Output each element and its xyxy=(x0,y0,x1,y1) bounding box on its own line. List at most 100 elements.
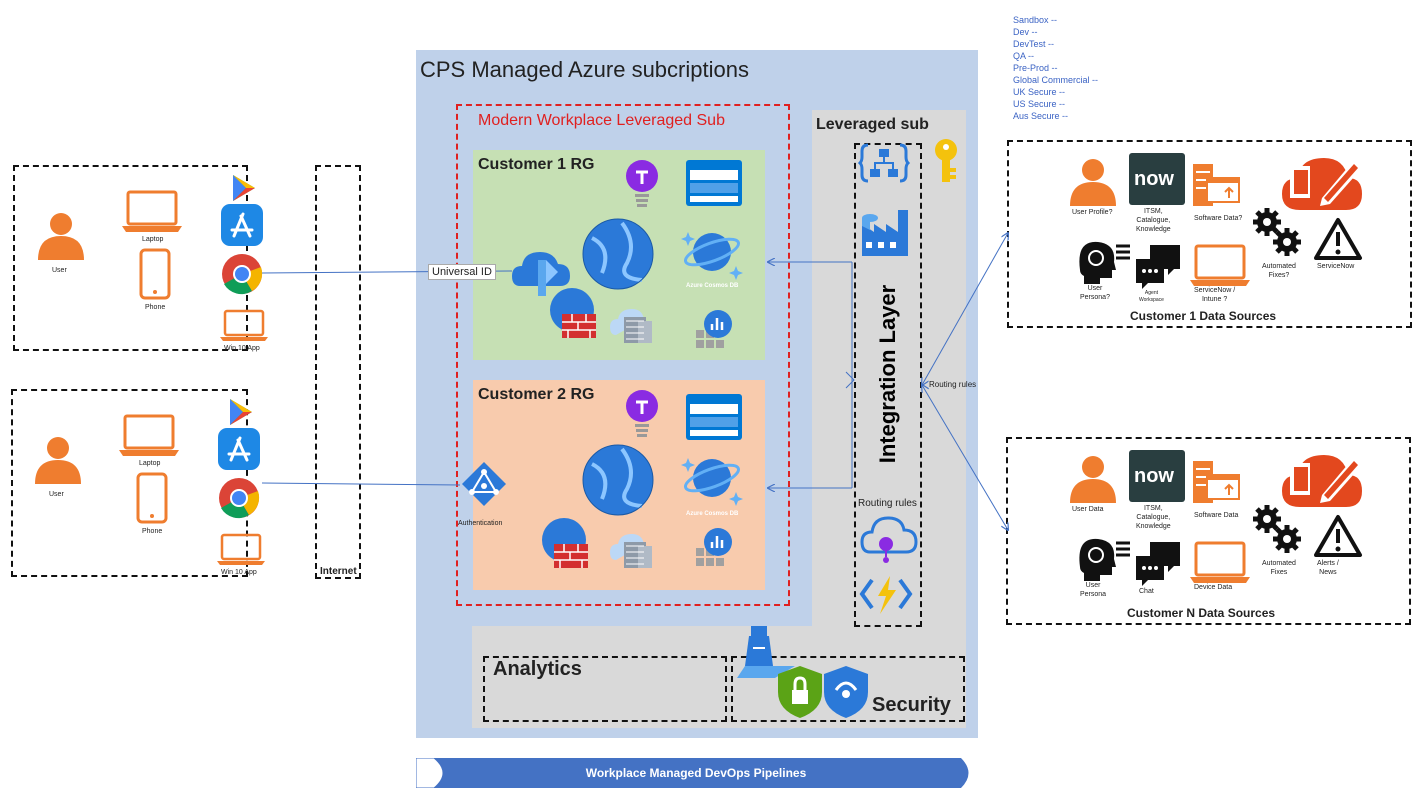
laptop-icon xyxy=(122,190,182,232)
automated-fixes-label: Automated Fixes? xyxy=(1262,263,1296,279)
cosmos-db-label: Azure Cosmos DB xyxy=(686,283,739,289)
itsm-label: ITSM, Catalogue, Knowledge xyxy=(1136,505,1171,530)
itsm-label: ITSM, Catalogue, Knowledge xyxy=(1136,208,1171,233)
security-shield-icon xyxy=(824,666,868,718)
automated-fixes-label: Automated Fixes xyxy=(1262,560,1296,576)
win-app-label: Win 10 App xyxy=(224,345,260,352)
logic-app-icon xyxy=(857,143,911,183)
firewall-icon xyxy=(550,288,596,338)
authentication-label: Authentication xyxy=(458,520,503,527)
servicenow-logo-icon xyxy=(1129,153,1185,205)
user-label: User xyxy=(52,267,67,274)
phone-icon xyxy=(139,248,171,300)
universal-id-label: Universal ID xyxy=(428,264,496,280)
servicenow-logo-text: now xyxy=(1134,168,1174,190)
chat-icon xyxy=(1136,542,1180,586)
insights-icon xyxy=(696,310,732,348)
data-factory-icon xyxy=(862,210,908,256)
software-label: Software Data? xyxy=(1194,215,1243,222)
cosmos-db-icon xyxy=(681,232,743,280)
devops-pipeline-label: Workplace Managed DevOps Pipelines xyxy=(585,766,807,780)
analytics-box xyxy=(483,656,727,722)
user-icon xyxy=(38,213,84,260)
application-insights-icon xyxy=(626,390,658,437)
chat-label: Chat xyxy=(1139,588,1154,595)
win-app-icon xyxy=(217,533,265,565)
device-label: Device Data xyxy=(1194,584,1233,591)
environment-item: Pre-Prod -- xyxy=(1013,63,1058,73)
user-persona-label: User Persona? xyxy=(1080,285,1110,301)
user-icon xyxy=(1070,159,1116,206)
analytics-security-panel xyxy=(472,626,966,728)
environment-item: DevTest -- xyxy=(1013,39,1055,49)
automated-fixes-icon xyxy=(1253,208,1301,256)
environment-item: US Secure -- xyxy=(1013,99,1066,109)
internet-box xyxy=(315,165,361,579)
environment-item: Dev -- xyxy=(1013,27,1038,37)
environment-item: Aus Secure -- xyxy=(1013,111,1069,121)
ds1-title: Customer 1 Data Sources xyxy=(1130,309,1277,323)
cosmos-db-label: Azure Cosmos DB xyxy=(686,511,739,517)
chrome-icon xyxy=(219,478,260,519)
universal-id-icon xyxy=(512,252,570,296)
security-label: Security xyxy=(872,694,951,716)
customer2-rg-title: Customer 2 RG xyxy=(478,386,595,403)
environment-item: Global Commercial -- xyxy=(1013,75,1099,85)
devops-pipeline-bar: Workplace Managed DevOps Pipelines xyxy=(416,758,976,788)
chrome-icon xyxy=(222,254,263,295)
user-persona-icon xyxy=(1079,241,1130,284)
phone-label: Phone xyxy=(145,304,166,311)
device-label: ServiceNow / Intune ? xyxy=(1194,287,1236,303)
alerts-label: Alerts / News xyxy=(1317,560,1339,576)
app-store-icon xyxy=(221,204,263,246)
win-app-label: Win 10 App xyxy=(221,569,257,576)
device-laptop-icon xyxy=(1190,244,1250,286)
user-icon xyxy=(1070,456,1116,503)
chat-label: Agent Workspace xyxy=(1139,290,1164,303)
servicenow-logo-text: now xyxy=(1134,465,1174,487)
app-service-icon xyxy=(582,218,654,290)
environment-item: Sandbox -- xyxy=(1013,15,1058,25)
warning-icon xyxy=(1314,218,1362,260)
software-data-icon xyxy=(1193,164,1240,206)
storage-icon xyxy=(686,160,742,206)
app-store-icon xyxy=(218,428,260,470)
phone-label: Phone xyxy=(142,528,163,535)
authentication-icon xyxy=(462,462,506,506)
chat-icon xyxy=(1136,245,1180,289)
app-service-icon xyxy=(582,444,654,516)
servicenow-logo-icon xyxy=(1129,450,1185,502)
google-play-icon xyxy=(233,175,255,201)
user-icon xyxy=(35,437,81,484)
analytics-label: Analytics xyxy=(493,658,582,680)
integration-routing-label: Routing rules xyxy=(858,498,917,509)
google-play-icon xyxy=(230,399,252,425)
customer1-rg-title: Customer 1 RG xyxy=(478,156,595,173)
device-laptop-icon xyxy=(1190,541,1250,583)
user-profile-label: User Data xyxy=(1072,506,1104,513)
environment-item: QA -- xyxy=(1013,51,1035,61)
event-grid-icon xyxy=(860,516,918,563)
environment-item: UK Secure -- xyxy=(1013,87,1066,97)
environment-list: Sandbox -- Dev -- DevTest -- QA -- Pre-Prod … xyxy=(1013,14,1098,122)
leveraged-sub-title: Leveraged sub xyxy=(816,116,929,133)
dsn-title: Customer N Data Sources xyxy=(1127,606,1276,620)
user-profile-label: User Profile? xyxy=(1072,209,1113,216)
security-lock-shield-icon xyxy=(778,666,822,718)
software-label: Software Data xyxy=(1194,512,1239,519)
sentinel-icon xyxy=(737,626,795,678)
modern-workplace-title: Modern Workplace Leveraged Sub xyxy=(478,112,725,129)
laptop-label: Laptop xyxy=(142,236,164,243)
laptop-icon xyxy=(119,414,179,456)
modern-workplace-sub xyxy=(456,104,790,606)
office365-icon xyxy=(1282,158,1362,210)
cloud-building-icon xyxy=(610,309,652,343)
firewall-icon xyxy=(542,518,588,568)
user-label: User xyxy=(49,491,64,498)
security-box xyxy=(731,656,965,722)
storage-icon xyxy=(686,394,742,440)
cloud-building-icon xyxy=(610,534,652,568)
office365-icon xyxy=(1282,455,1362,507)
user-persona-label: User Persona xyxy=(1080,582,1107,598)
application-insights-icon xyxy=(626,160,658,207)
